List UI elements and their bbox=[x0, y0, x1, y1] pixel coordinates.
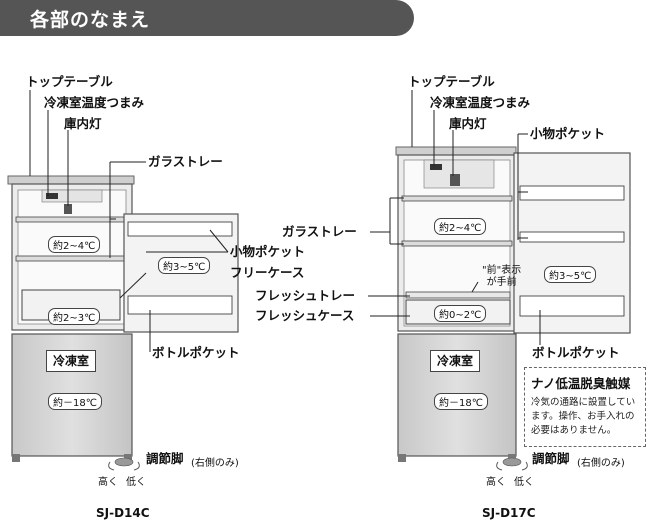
left-low-label: 低く bbox=[126, 477, 146, 488]
left-top-table-label: トップテーブル bbox=[26, 74, 113, 89]
right-high-label: 高く bbox=[486, 477, 506, 488]
right-freezer-dial-label: 冷凍室温度つまみ bbox=[430, 95, 531, 110]
left-bottle-pocket-label: ボトルポケット bbox=[152, 345, 240, 360]
right-temp-door: 約3~5℃ bbox=[544, 266, 597, 283]
right-small-pocket-label: 小物ポケット bbox=[530, 126, 606, 141]
left-glass-tray-label: ガラストレー bbox=[148, 154, 223, 169]
left-freezer-label: 冷凍室 bbox=[46, 350, 97, 372]
section-header: 各部のなまえ bbox=[0, 0, 414, 36]
right-low-label: 低く bbox=[514, 477, 534, 488]
left-high-label: 高く bbox=[98, 477, 118, 488]
right-front-note: "前"表示 が手前 bbox=[482, 265, 522, 288]
left-interior-light-label: 庫内灯 bbox=[64, 116, 102, 131]
right-temp-case: 約0~2℃ bbox=[434, 305, 487, 322]
left-adjust-feet-note: (右側のみ) bbox=[191, 458, 239, 469]
left-freezer-dial-label: 冷凍室温度つまみ bbox=[44, 95, 145, 110]
left-temp-case: 約2~3℃ bbox=[48, 308, 101, 325]
right-adjust-feet-label: 調節脚 bbox=[532, 451, 570, 466]
left-adjust-feet-label: 調節脚 bbox=[146, 451, 184, 466]
right-fresh-tray-label: フレッシュトレー bbox=[255, 288, 356, 303]
left-small-pocket-label: 小物ポケット bbox=[230, 244, 306, 259]
leader-lines bbox=[29, 90, 541, 352]
right-model-name: SJ-D17C bbox=[482, 506, 536, 520]
nano-catalyst-callout: ナノ低温脱臭触媒 冷気の通路に設置しています。操作、お手入れの必要はありません。 bbox=[524, 367, 646, 447]
right-top-table-label: トップテーブル bbox=[408, 74, 495, 89]
fridge-right bbox=[395, 146, 631, 471]
nano-catalyst-body: 冷気の通路に設置しています。操作、お手入れの必要はありません。 bbox=[531, 397, 636, 436]
left-model-name: SJ-D14C bbox=[96, 506, 150, 520]
right-glass-tray-label: ガラストレー bbox=[282, 224, 357, 239]
right-adjust-feet-note: (右側のみ) bbox=[577, 458, 625, 469]
right-fresh-case-label: フレッシュケース bbox=[255, 308, 355, 323]
fridge-left bbox=[7, 175, 239, 471]
left-temp-freezer: 約－18℃ bbox=[48, 393, 102, 410]
left-temp-fridge: 約2~4℃ bbox=[48, 236, 101, 253]
right-bottle-pocket-label: ボトルポケット bbox=[532, 345, 620, 360]
left-temp-door: 約3~5℃ bbox=[158, 257, 211, 274]
left-free-case-label: フリーケース bbox=[230, 265, 305, 280]
page-title: 各部のなまえ bbox=[30, 9, 151, 31]
right-interior-light-label: 庫内灯 bbox=[449, 116, 487, 131]
right-temp-freezer: 約－18℃ bbox=[434, 393, 488, 410]
right-freezer-label: 冷凍室 bbox=[430, 350, 481, 372]
nano-catalyst-title: ナノ低温脱臭触媒 bbox=[531, 376, 631, 391]
right-temp-fridge: 約2~4℃ bbox=[434, 218, 487, 235]
